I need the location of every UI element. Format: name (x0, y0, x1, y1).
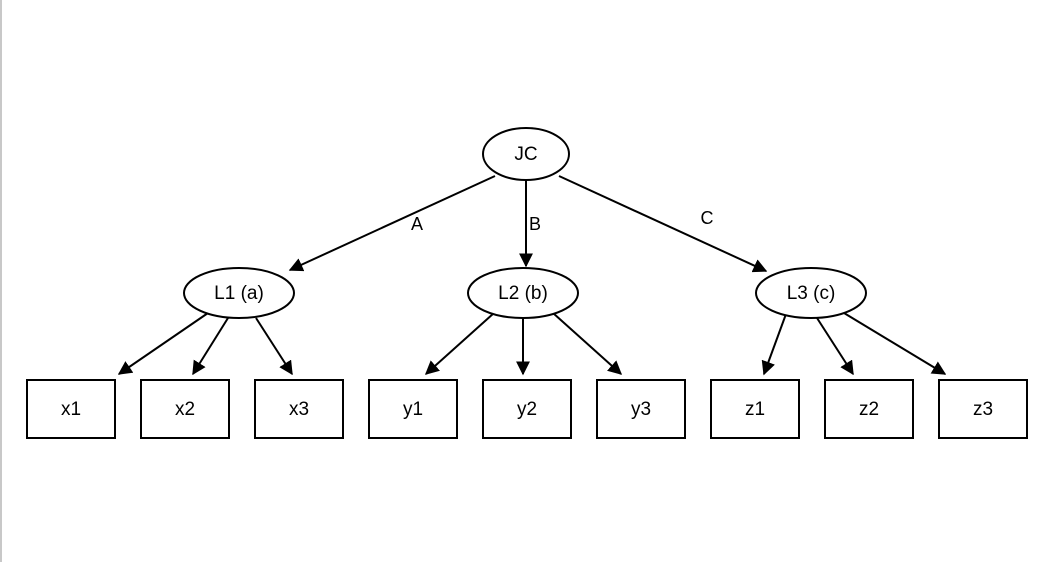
latent-node-L3[interactable]: L3 (c) (755, 267, 867, 319)
edge-l1-x3 (255, 317, 293, 376)
edge-l1-x1 (117, 312, 209, 375)
indicator-node-z2[interactable]: z2 (824, 379, 914, 439)
indicator-nodes-group: x1 x2 x3 y1 y2 y3 z1 z2 z3 (26, 379, 1028, 439)
indicator-box-y2[interactable] (482, 379, 572, 439)
root-node-group: JC (482, 127, 570, 181)
latent-ellipse-L3[interactable] (755, 267, 867, 319)
indicator-node-y3[interactable]: y3 (596, 379, 686, 439)
indicator-label-x2: x2 (175, 399, 195, 420)
latent-node-L2[interactable]: L2 (b) (467, 267, 579, 319)
edge-l2-y3 (552, 312, 623, 375)
edge-jc-l1 (288, 175, 496, 272)
indicator-box-x1[interactable] (26, 379, 116, 439)
indicator-label-x1: x1 (61, 399, 81, 420)
indicator-node-z1[interactable]: z1 (710, 379, 800, 439)
indicator-box-x2[interactable] (140, 379, 230, 439)
edge-jc-l3 (558, 175, 768, 273)
latent-ellipse-L1[interactable] (183, 267, 295, 319)
indicator-label-z1: z1 (745, 399, 765, 420)
latent-label-L3: L3 (c) (787, 283, 836, 304)
indicator-box-z3[interactable] (938, 379, 1028, 439)
indicator-label-x3: x3 (289, 399, 309, 420)
edge-label-jc-l2: B (529, 214, 541, 234)
latent-label-L1: L1 (a) (214, 283, 264, 304)
latent-node-L1[interactable]: L1 (a) (183, 267, 295, 319)
indicator-node-x1[interactable]: x1 (26, 379, 116, 439)
edge-l3-z2 (816, 317, 854, 376)
indicator-box-y1[interactable] (368, 379, 458, 439)
indicator-label-y2: y2 (517, 399, 537, 420)
indicator-node-y2[interactable]: y2 (482, 379, 572, 439)
indicator-label-z3: z3 (973, 399, 993, 420)
root-ellipse-JC[interactable] (482, 127, 570, 181)
edges-group (117, 175, 947, 376)
edge-labels-group: A B C (411, 208, 714, 234)
indicator-label-z2: z2 (859, 399, 879, 420)
indicator-box-z2[interactable] (824, 379, 914, 439)
edge-label-jc-l3: C (701, 208, 714, 228)
indicator-node-x3[interactable]: x3 (254, 379, 344, 439)
indicator-box-y3[interactable] (596, 379, 686, 439)
latent-nodes-group: L1 (a) L2 (b) L3 (c) (183, 267, 867, 319)
edge-l3-z3 (843, 312, 947, 375)
indicator-box-z1[interactable] (710, 379, 800, 439)
root-node-JC[interactable]: JC (482, 127, 570, 181)
edge-label-jc-l1: A (411, 214, 423, 234)
indicator-node-z3[interactable]: z3 (938, 379, 1028, 439)
edge-l3-z1 (761, 313, 787, 376)
root-label-JC: JC (514, 144, 537, 165)
indicator-box-x3[interactable] (254, 379, 344, 439)
latent-ellipse-L2[interactable] (467, 267, 579, 319)
edge-l1-x2 (192, 317, 229, 376)
indicator-node-x2[interactable]: x2 (140, 379, 230, 439)
indicator-label-y3: y3 (631, 399, 651, 420)
edge-l2-y1 (424, 312, 495, 375)
indicator-node-y1[interactable]: y1 (368, 379, 458, 439)
latent-label-L2: L2 (b) (498, 283, 548, 304)
indicator-label-y1: y1 (403, 399, 423, 420)
